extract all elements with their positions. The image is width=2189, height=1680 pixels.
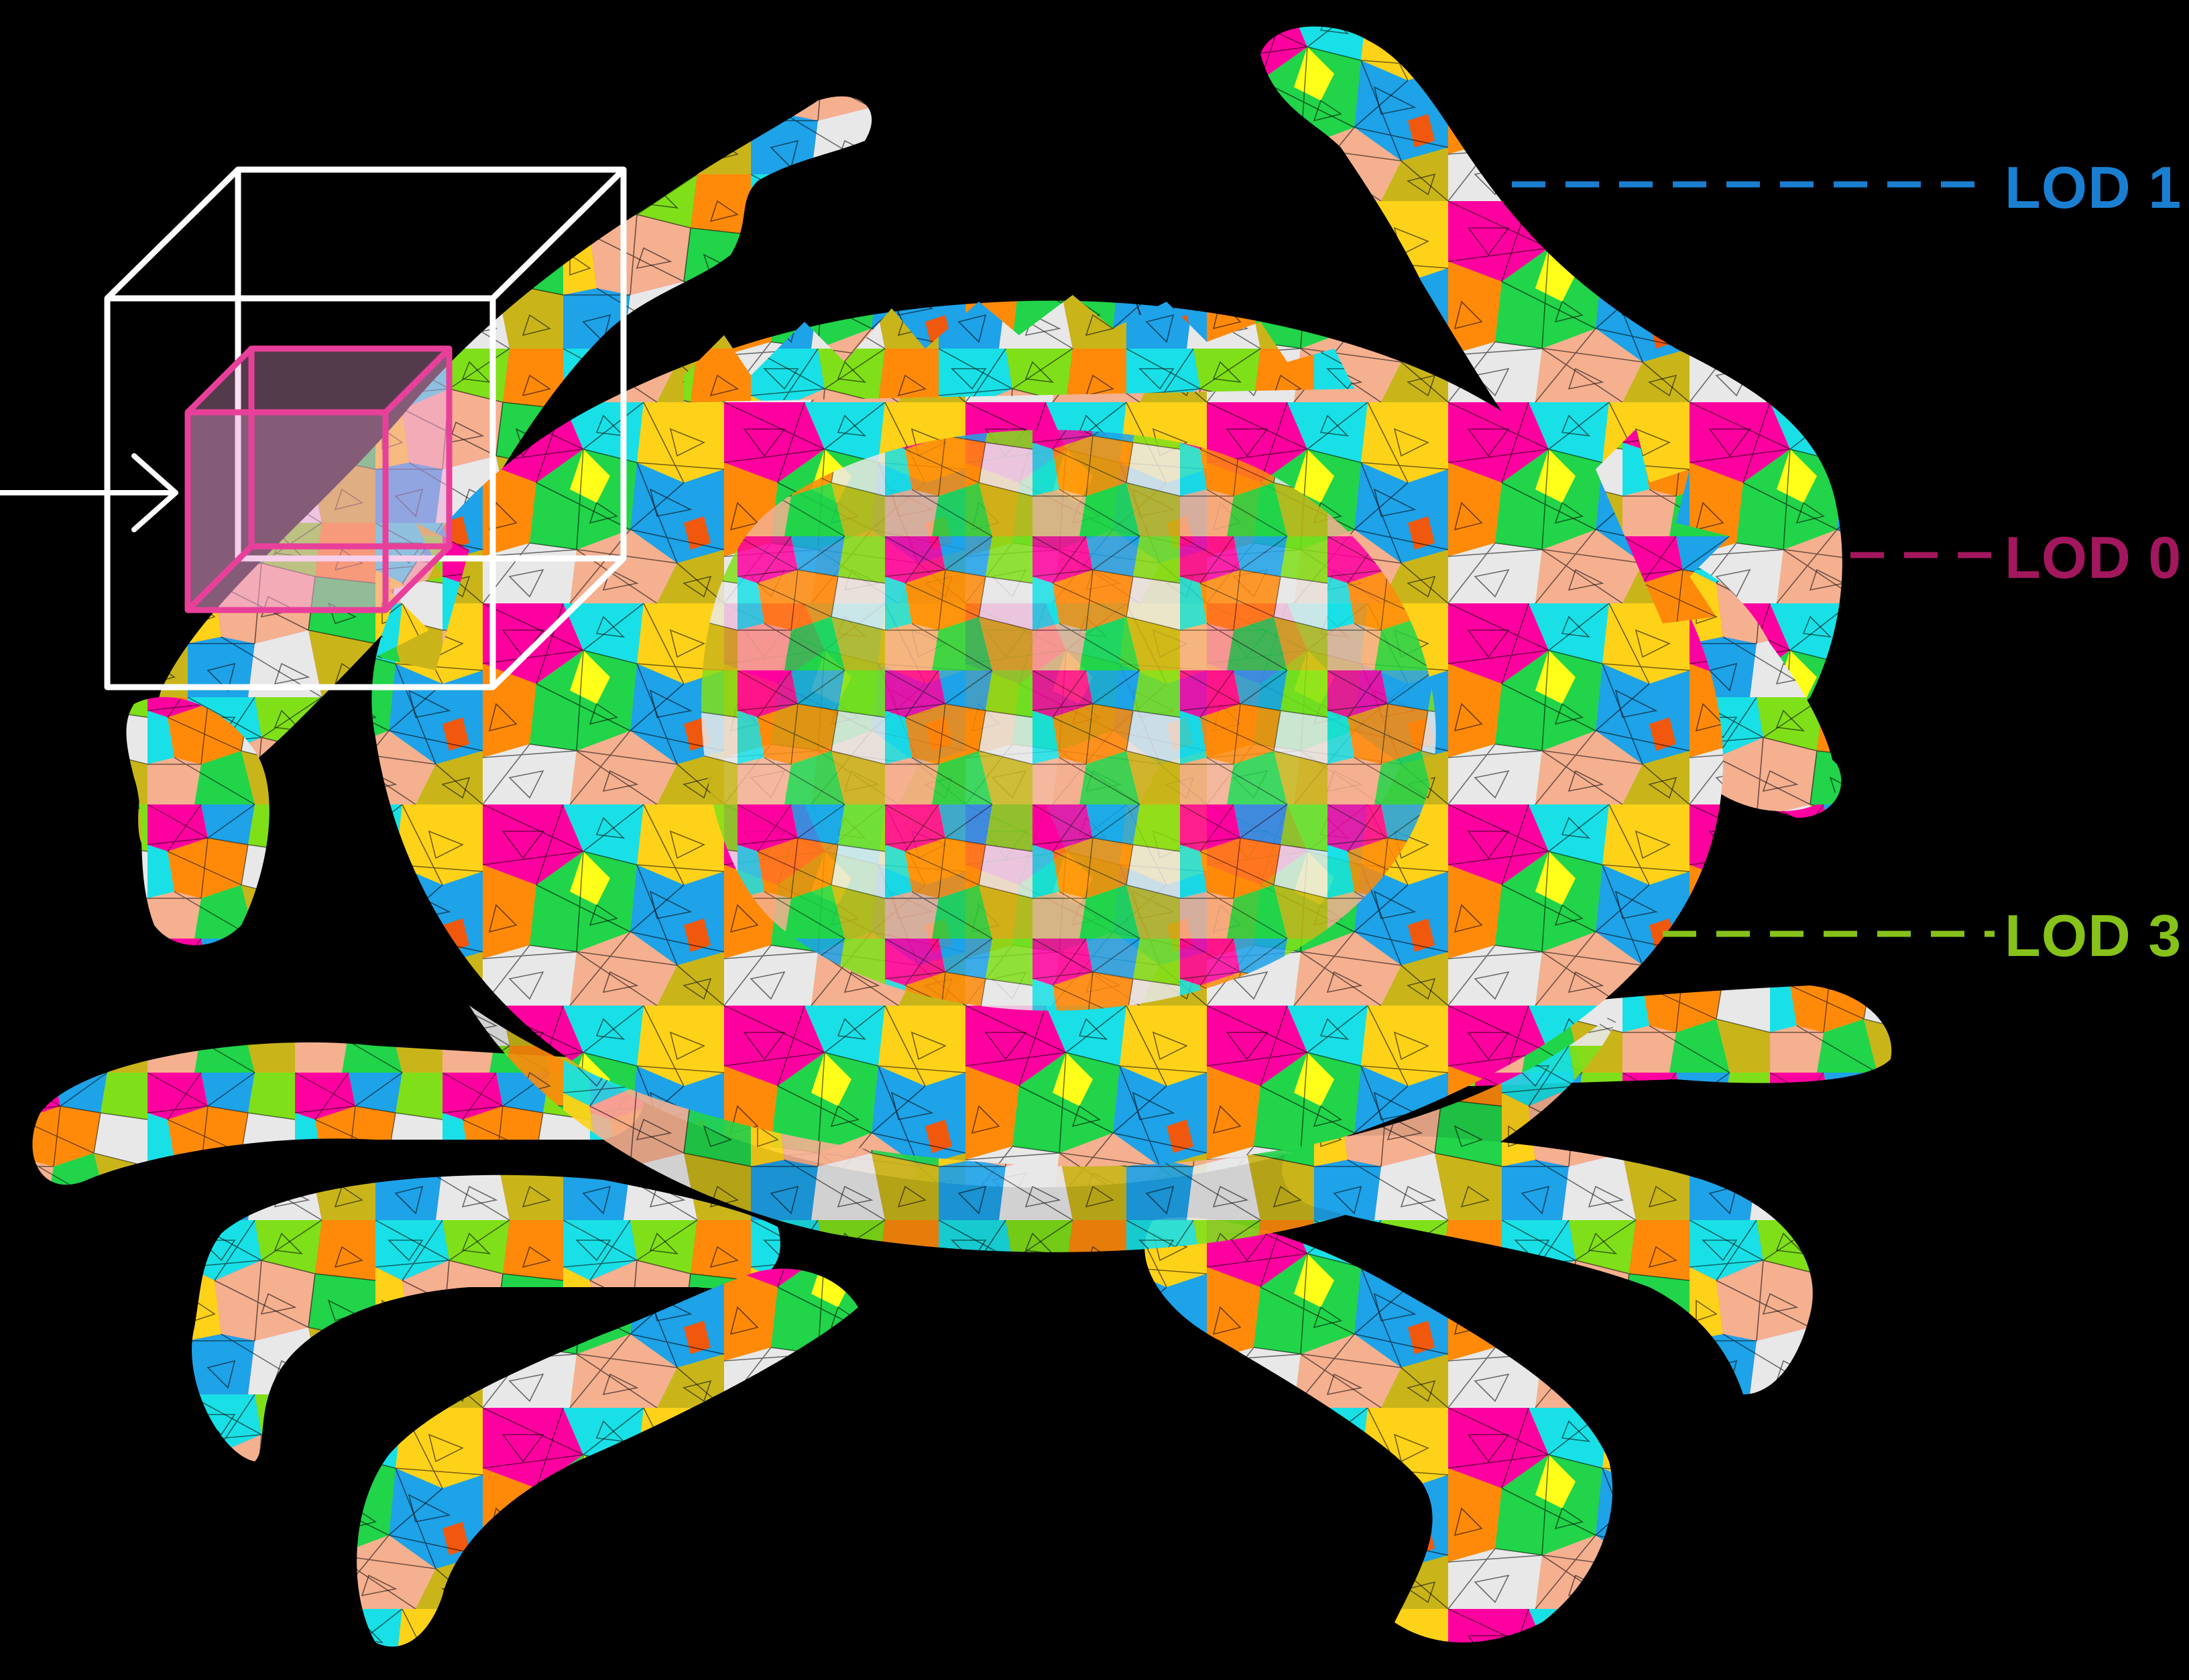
lod1-label: LOD 1 <box>2005 158 2182 217</box>
lod0-label: LOD 0 <box>2005 528 2182 587</box>
selection-box-inner <box>188 349 449 610</box>
carapace-center <box>701 430 1436 1010</box>
carapace <box>371 295 1730 1252</box>
lod3-label: LOD 3 <box>2005 906 2182 965</box>
